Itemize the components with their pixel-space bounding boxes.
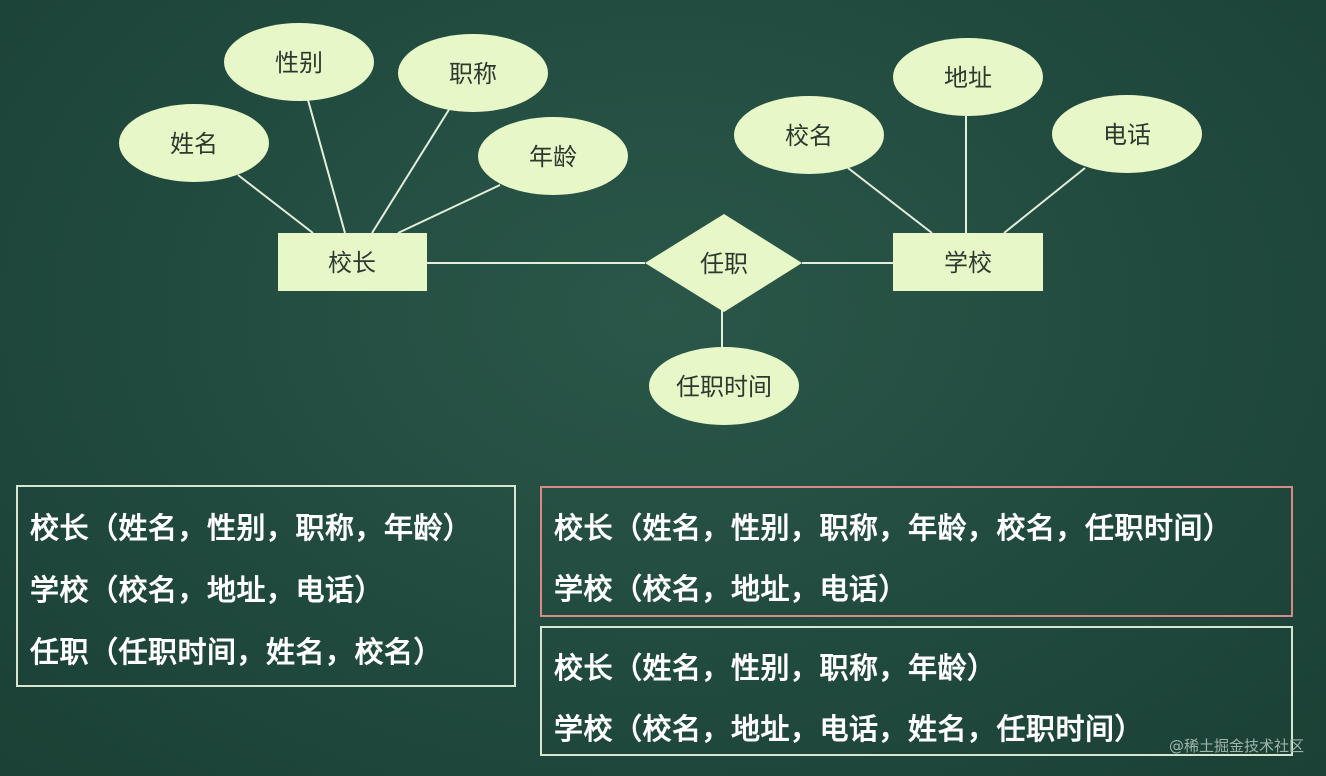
connector-title: [371, 107, 451, 234]
schema-line: 校长（姓名，性别，职称，年龄）: [30, 511, 473, 545]
entity-principal: 校长: [278, 233, 427, 291]
connector-lines: [237, 99, 1086, 352]
attribute-gender-label: 性别: [275, 49, 323, 77]
connector-name: [237, 174, 314, 234]
schema-line: 学校（校名，地址，电话）: [30, 573, 385, 607]
connector-gender: [307, 99, 346, 234]
schema-box-merged-into-school: 校长（姓名，性别，职称，年龄） 学校（校名，地址，电话，姓名，任职时间）: [540, 626, 1293, 756]
attribute-school-name-label: 校名: [785, 122, 833, 150]
entity-school: 学校: [893, 233, 1043, 291]
entity-principal-label: 校长: [328, 249, 376, 277]
entity-school-label: 学校: [944, 249, 992, 277]
schema-line: 校长（姓名，性别，职称，年龄）: [554, 651, 997, 685]
attribute-tenure-label: 任职时间: [676, 373, 772, 401]
attribute-gender: 性别: [224, 23, 374, 101]
schema-box-merged-into-principal: 校长（姓名，性别，职称，年龄，校名，任职时间） 学校（校名，地址，电话）: [540, 486, 1293, 617]
attribute-title: 职称: [398, 34, 548, 112]
attribute-age: 年龄: [478, 117, 628, 195]
attribute-phone: 电话: [1052, 95, 1202, 173]
attribute-title-label: 职称: [449, 60, 497, 88]
connector-school-name: [847, 167, 933, 234]
attribute-tenure: 任职时间: [649, 347, 799, 425]
schema-box-original: 校长（姓名，性别，职称，年龄） 学校（校名，地址，电话） 任职（任职时间，姓名，…: [16, 485, 516, 687]
schema-line: 任职（任职时间，姓名，校名）: [30, 635, 444, 669]
connector-phone: [1003, 167, 1086, 234]
attribute-age-label: 年龄: [529, 143, 577, 171]
relationship-appointment: 任职: [645, 214, 802, 312]
watermark: @稀土掘金技术社区: [1168, 737, 1304, 755]
attribute-name: 姓名: [119, 104, 269, 182]
connector-age: [397, 184, 501, 234]
relationship-label: 任职: [700, 250, 748, 278]
attribute-school-name: 校名: [734, 96, 884, 174]
schema-line: 校长（姓名，性别，职称，年龄，校名，任职时间）: [554, 511, 1233, 545]
attribute-name-label: 姓名: [170, 130, 218, 158]
schema-line: 学校（校名，地址，电话，姓名，任职时间）: [554, 712, 1145, 746]
attribute-address-label: 地址: [944, 64, 992, 92]
attribute-address: 地址: [893, 38, 1043, 116]
schema-line: 学校（校名，地址，电话）: [554, 572, 909, 606]
attribute-phone-label: 电话: [1103, 121, 1151, 149]
